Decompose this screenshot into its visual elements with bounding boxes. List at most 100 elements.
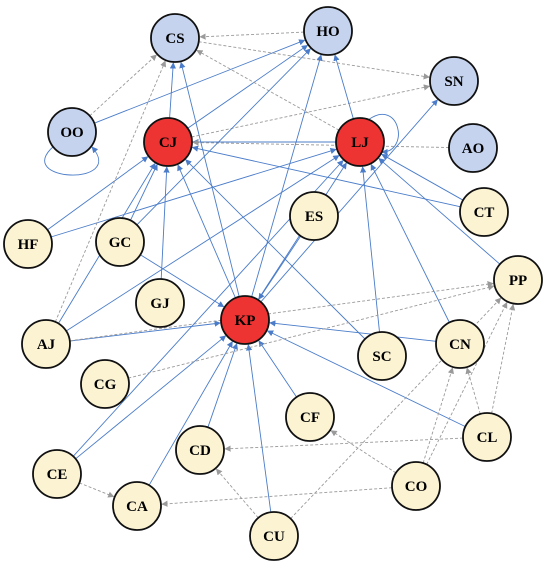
node-circle [335, 117, 385, 167]
node-hf: HF [3, 219, 53, 269]
edge-kp-cj [177, 164, 236, 299]
edge-hf-cj [47, 156, 149, 231]
node-cg: CG [80, 359, 130, 409]
edge-aj-cs [54, 60, 166, 323]
node-cn: CN [435, 319, 485, 369]
edge-cj-ho [187, 44, 309, 129]
edge-ca-kp [148, 341, 233, 486]
node-label: KP [235, 313, 256, 329]
edge-cl-pp [491, 303, 516, 414]
node-cj: CJ [143, 117, 193, 167]
node-gc: GC [95, 217, 145, 267]
edge-ct-lj [381, 153, 464, 201]
node-cf: CF [285, 392, 335, 442]
node-label: CA [126, 499, 148, 515]
node-pp: PP [493, 255, 543, 305]
edge-cj-sn [191, 84, 431, 138]
edge-co-pp [426, 301, 508, 465]
node-aj: AJ [21, 319, 71, 369]
edge-ao-cj [192, 139, 450, 148]
edge-gc-cj [129, 163, 158, 221]
node-label: SN [444, 74, 463, 90]
node-cl: CL [462, 412, 512, 462]
edge-cl-kp [266, 330, 466, 428]
node-circle [429, 56, 479, 106]
node-sc: SC [357, 331, 407, 381]
edge-gj-cj [160, 166, 170, 280]
node-label: CF [300, 410, 320, 426]
node-circle [493, 255, 543, 305]
nodes-layer: CS HO SN OO AO CJ LJ KP ES CT HF GC GJ PP AJ CG SC CN CF CD… [3, 6, 543, 561]
edge-oo-ho [94, 39, 306, 124]
node-circle [289, 191, 339, 241]
edge-co-ca [161, 487, 393, 507]
node-label: CD [189, 443, 211, 459]
node-oo: OO [47, 107, 97, 157]
node-circle [80, 359, 130, 409]
node-gj: GJ [135, 278, 185, 328]
edge-cn-kp [269, 320, 437, 342]
node-lj: LJ [335, 117, 385, 167]
node-circle [462, 412, 512, 462]
node-label: HO [316, 24, 339, 40]
node-label: AJ [37, 337, 56, 353]
node-sn: SN [429, 56, 479, 106]
edge-lj-lj [367, 113, 399, 156]
edge-ct-cj [191, 145, 461, 208]
node-circle [150, 13, 200, 63]
node-ct: CT [459, 187, 509, 237]
node-co: CO [391, 461, 441, 511]
edge-sc-lj [360, 166, 380, 333]
node-circle [391, 461, 441, 511]
edge-ho-cs [199, 31, 305, 40]
node-circle [220, 295, 270, 345]
node-circle [95, 217, 145, 267]
edge-cf-kp [258, 340, 297, 398]
node-label: LJ [351, 135, 369, 151]
node-label: CL [477, 430, 498, 446]
node-es: ES [289, 191, 339, 241]
edge-co-cf [330, 430, 397, 474]
edge-cs-sn [198, 41, 430, 80]
edge-cu-kp [245, 344, 272, 513]
node-label: SC [372, 349, 391, 365]
node-label: CE [47, 467, 68, 483]
node-cs: CS [150, 13, 200, 63]
edge-hf-lj [50, 147, 337, 238]
node-label: CO [405, 479, 428, 495]
node-label: AO [462, 141, 485, 157]
node-label: PP [509, 273, 527, 289]
node-circle [143, 117, 193, 167]
node-ao: AO [448, 123, 498, 173]
node-cd: CD [175, 425, 225, 475]
node-circle [357, 331, 407, 381]
node-circle [459, 187, 509, 237]
node-ce: CE [32, 449, 82, 499]
edge-oo-cs [89, 54, 157, 117]
edge-aj-lj [65, 155, 340, 332]
node-circle [21, 319, 71, 369]
edge-oo-oo [44, 145, 100, 176]
edge-gc-kp [140, 254, 225, 308]
edge-ce-ca [79, 482, 115, 498]
node-circle [285, 392, 335, 442]
edge-lj-ho [333, 54, 354, 120]
edge-pp-lj [378, 157, 501, 265]
node-label: HF [18, 237, 39, 253]
edge-cu-pp [290, 297, 502, 519]
node-circle [175, 425, 225, 475]
edge-cn-lj [370, 163, 450, 323]
node-ho: HO [303, 6, 353, 56]
edge-cj-cs [169, 62, 177, 119]
edge-kp-ho [251, 54, 323, 298]
edge-aj-pp [69, 281, 494, 342]
node-circle [32, 449, 82, 499]
edge-ce-kp [75, 335, 227, 460]
node-label: GJ [150, 296, 170, 312]
edges-layer [44, 31, 516, 519]
node-label: OO [60, 125, 83, 141]
node-label: CU [263, 529, 285, 545]
node-circle [135, 278, 185, 328]
node-circle [47, 107, 97, 157]
node-label: CG [94, 377, 117, 393]
